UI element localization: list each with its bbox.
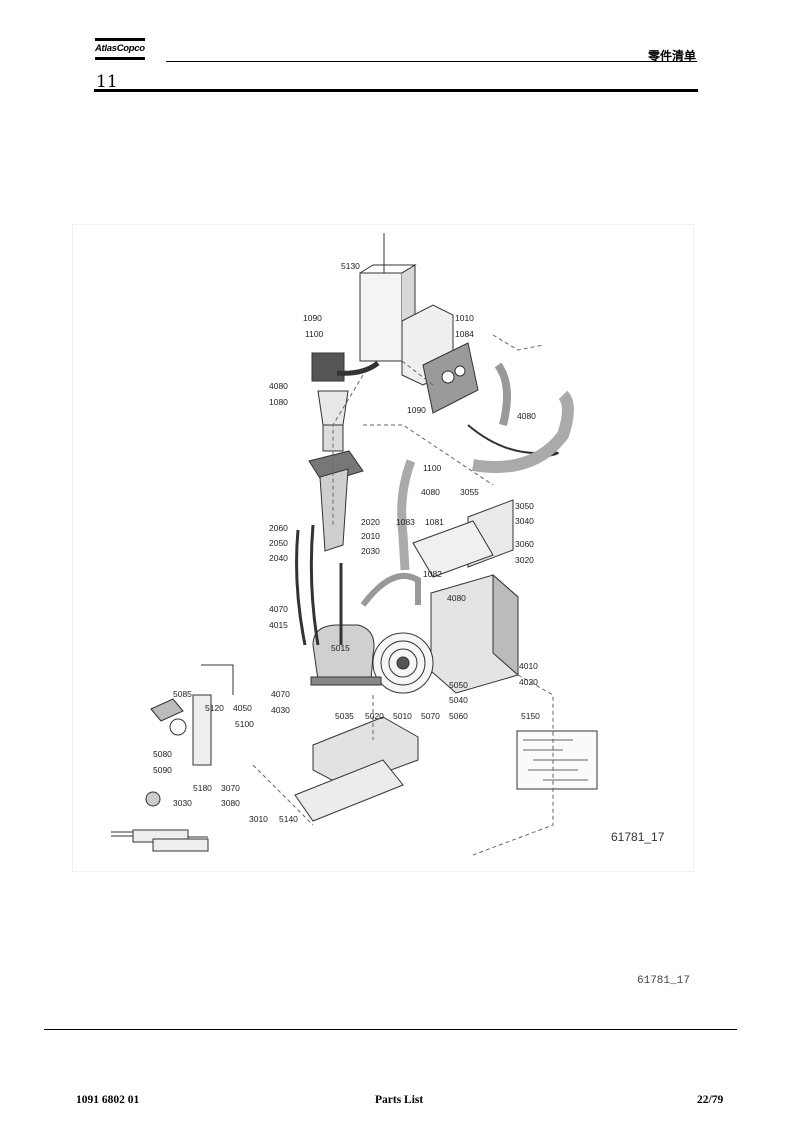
page-number: 22/79	[697, 1094, 724, 1106]
part-callout: 5120	[205, 703, 224, 713]
part-callout: 1090	[407, 405, 426, 415]
part-callout: 4020	[519, 677, 538, 687]
part-callout: 5070	[421, 711, 440, 721]
part-callout: 4070	[271, 689, 290, 699]
header-thick-rule	[94, 89, 698, 92]
part-callout: 2040	[269, 553, 288, 563]
part-callout: 1090	[303, 313, 322, 323]
part-callout: 2010	[361, 531, 380, 541]
part-callout: 5150	[521, 711, 540, 721]
section-number: 11	[96, 72, 118, 92]
part-callout: 1100	[423, 463, 442, 473]
part-callout: 4080	[421, 487, 440, 497]
document-type: Parts List	[375, 1094, 424, 1106]
part-callout: 1084	[455, 329, 474, 339]
atlas-copco-logo: AtlasCopco	[95, 38, 145, 62]
part-callout: 3070	[221, 783, 240, 793]
exploded-parts-drawing: 5130 1090 1010 1100 1084 4080 1080 1090 …	[72, 224, 694, 872]
part-callout: 4080	[269, 381, 288, 391]
part-callout: 2020	[361, 517, 380, 527]
logo-text: AtlasCopco	[95, 43, 145, 54]
part-callout: 5130	[341, 261, 360, 271]
part-callout: 3080	[221, 798, 240, 808]
part-callout: 4080	[447, 593, 466, 603]
part-callout: 3020	[515, 555, 534, 565]
part-callout: 5080	[153, 749, 172, 759]
part-callout: 5060	[449, 711, 468, 721]
parts-diagram-svg: 5130 1090 1010 1100 1084 4080 1080 1090 …	[111, 233, 665, 856]
part-callout: 1082	[423, 569, 442, 579]
part-callout: 4030	[271, 705, 290, 715]
document-title: 零件清单	[647, 49, 696, 63]
part-callout: 5010	[393, 711, 412, 721]
part-callout: 3060	[515, 539, 534, 549]
part-callout: 4070	[269, 604, 288, 614]
header-divider	[166, 61, 697, 62]
part-callout: 3055	[460, 487, 479, 497]
part-callout: 5020	[365, 711, 384, 721]
part-callout: 5085	[173, 689, 192, 699]
part-callout: 5050	[449, 680, 468, 690]
part-callout: 4015	[269, 620, 288, 630]
part-callout: 1010	[455, 313, 474, 323]
part-callout: 2060	[269, 523, 288, 533]
document-number: 1091 6802 01	[76, 1094, 140, 1106]
figure-reference: 61781_17	[637, 975, 690, 987]
part-callout: 1080	[269, 397, 288, 407]
part-callout: 5090	[153, 765, 172, 775]
part-callout: 1081	[425, 517, 444, 527]
part-callout: 3050	[515, 501, 534, 511]
part-callout: 5035	[335, 711, 354, 721]
part-callout: 4080	[517, 411, 536, 421]
footer-divider	[44, 1029, 737, 1030]
drawing-id-label: 61781_17	[611, 830, 665, 844]
part-callout: 4050	[233, 703, 252, 713]
part-callout: 2050	[269, 538, 288, 548]
part-callout: 1083	[396, 517, 415, 527]
logo-bottom-bar	[95, 57, 145, 60]
part-callout: 1100	[305, 329, 324, 339]
part-callout: 5040	[449, 695, 468, 705]
part-callout: 5180	[193, 783, 212, 793]
part-callout: 5140	[279, 814, 298, 824]
part-callout: 3040	[515, 516, 534, 526]
part-callout: 5015	[331, 643, 350, 653]
part-callout: 2030	[361, 546, 380, 556]
part-callout: 3010	[249, 814, 268, 824]
part-callout: 4010	[519, 661, 538, 671]
part-callout: 5100	[235, 719, 254, 729]
logo-top-bar	[95, 38, 145, 41]
part-callout: 3030	[173, 798, 192, 808]
